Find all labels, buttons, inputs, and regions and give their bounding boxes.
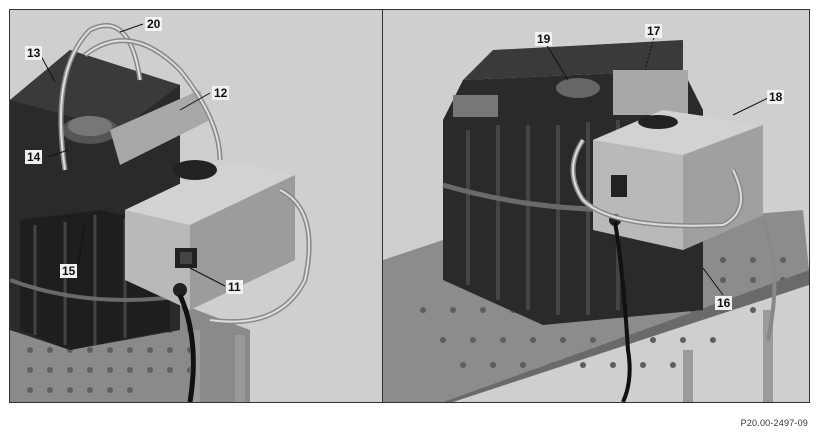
callout-18: 18: [767, 90, 785, 104]
callout-19: 19: [535, 32, 553, 46]
callout-15: 15: [60, 264, 78, 278]
callout-12: 12: [212, 86, 230, 100]
right-photo-illustration: [383, 10, 809, 402]
photo-panel-left: 20 13 12 14 15 11: [9, 9, 409, 403]
photo-panel-right: 19 17 18 16: [382, 9, 810, 403]
callout-11: 11: [226, 280, 243, 294]
callout-20: 20: [145, 17, 163, 31]
callout-17: 17: [645, 24, 663, 38]
callout-13: 13: [25, 46, 43, 60]
figure-reference-code: P20.00-2497-09: [740, 418, 808, 428]
left-photo-illustration: [10, 10, 408, 402]
callout-16: 16: [715, 296, 733, 310]
callout-14: 14: [25, 150, 43, 164]
